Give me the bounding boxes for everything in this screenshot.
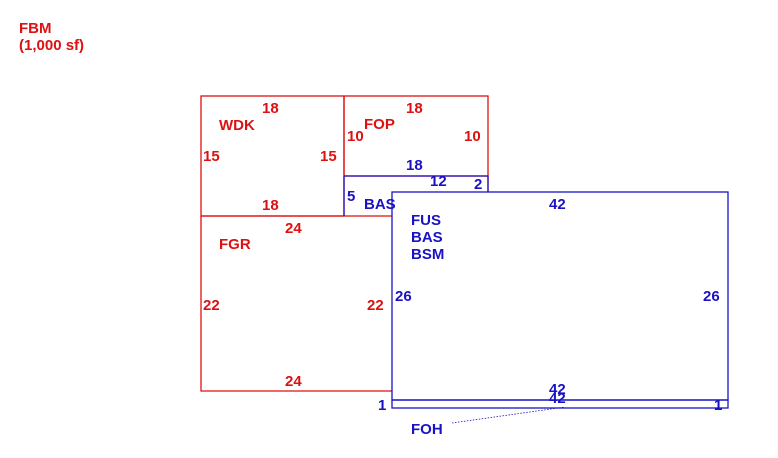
wdk-right-dimension: 15 xyxy=(320,148,337,165)
main-right-dimension: 26 xyxy=(703,288,720,305)
bas-upper-top xyxy=(344,175,489,192)
fop-label: FOP xyxy=(364,116,395,133)
fop-right-dimension: 10 xyxy=(464,128,481,145)
main-label-fus: FUS xyxy=(411,212,441,229)
header-title: FBM xyxy=(19,20,52,37)
bas-upper-right-dimension: 2 xyxy=(474,176,482,193)
fop-top-dimension: 18 xyxy=(406,100,423,117)
fop-bottom-dimension: 18 xyxy=(406,157,423,174)
foh-label: FOH xyxy=(411,421,443,438)
bas-upper-top-dimension: 12 xyxy=(430,173,447,190)
main-label-bas: BAS xyxy=(411,229,443,246)
main-label-bsm: BSM xyxy=(411,246,444,263)
main-bottom-dimension: 42 xyxy=(549,381,566,398)
fgr-label: FGR xyxy=(219,236,251,253)
fgr-bottom-dimension: 24 xyxy=(285,373,302,390)
fgr-top-dimension: 24 xyxy=(285,220,302,237)
main-top-dimension: 42 xyxy=(549,196,566,213)
foh-top-dimension: 42 xyxy=(549,390,566,407)
wdk-label: WDK xyxy=(219,117,255,134)
fgr-left-dimension: 22 xyxy=(203,297,220,314)
header-subtitle: (1,000 sf) xyxy=(19,37,84,54)
fgr-right-dimension: 22 xyxy=(367,297,384,314)
wdk-left-dimension: 15 xyxy=(203,148,220,165)
foh-right-dimension: 1 xyxy=(714,397,722,414)
fop-left-dimension: 10 xyxy=(347,128,364,145)
main-left-dimension: 26 xyxy=(395,288,412,305)
wdk-bottom-dimension: 18 xyxy=(262,197,279,214)
foh-left-dimension: 1 xyxy=(378,397,386,414)
bas-upper-left-dimension: 5 xyxy=(347,188,355,205)
wdk-top-dimension: 18 xyxy=(262,100,279,117)
foh-leader-line xyxy=(451,406,566,424)
fgr-outline-left-bottom xyxy=(200,216,392,392)
bas-upper-label: BAS xyxy=(364,196,396,213)
main-building-outline xyxy=(391,191,729,401)
